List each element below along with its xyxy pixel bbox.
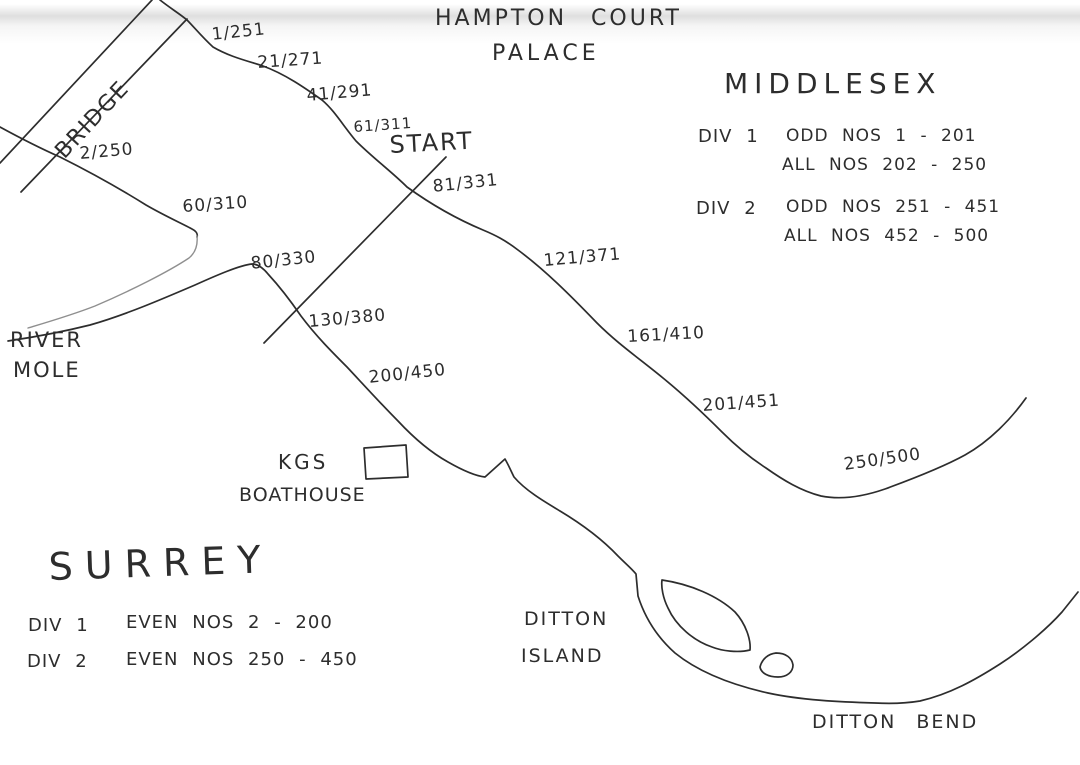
middlesex-div1-all-nos: ALL NOS 202 - 250 xyxy=(782,155,988,175)
bridge-line-upper xyxy=(0,0,153,164)
kgs-boathouse-label-line1: KGS xyxy=(278,450,329,474)
middlesex-bank-line xyxy=(159,0,1027,499)
marker-161-410: 161/410 xyxy=(626,322,706,347)
middlesex-div2-label: DIV 2 xyxy=(696,198,757,219)
small-island-outline xyxy=(759,652,794,678)
middlesex-div1-odd-nos: ODD NOS 1 - 201 xyxy=(786,126,977,146)
start-label: START xyxy=(388,126,475,159)
hampton-court-label: HAMPTON COURT xyxy=(435,6,682,31)
ditton-island-outline xyxy=(660,579,751,653)
surrey-bank-line xyxy=(7,263,1079,705)
river-mole-label-line1: RIVER xyxy=(10,328,84,352)
start-line xyxy=(263,156,447,344)
river-mole-label-line2: MOLE xyxy=(13,358,81,382)
kgs-boathouse-label-line2: BOATHOUSE xyxy=(239,484,366,506)
marker-61-311: 61/311 xyxy=(352,113,413,136)
bridge-line-lower xyxy=(20,18,188,193)
ditton-island-label-line1: DITTON xyxy=(524,608,609,630)
river-mole-north-bank-line xyxy=(27,235,198,329)
surrey-bank-upstream-line xyxy=(0,126,199,238)
middlesex-div1-label: DIV 1 xyxy=(698,126,759,147)
marker-21-271: 21/271 xyxy=(256,48,324,73)
marker-60-310: 60/310 xyxy=(181,192,249,217)
ditton-island-label-line2: ISLAND xyxy=(521,645,604,667)
surrey-div1-even-nos: EVEN NOS 2 - 200 xyxy=(126,612,333,633)
region-surrey-title: SURREY xyxy=(47,537,274,589)
region-middlesex-title: MIDDLESEX xyxy=(724,67,942,100)
surrey-div2-even-nos: EVEN NOS 250 - 450 xyxy=(126,649,358,670)
palace-label: PALACE xyxy=(492,41,600,66)
middlesex-div2-all-nos: ALL NOS 452 - 500 xyxy=(784,226,990,246)
surrey-div1-label: DIV 1 xyxy=(28,615,89,636)
surrey-div2-label: DIV 2 xyxy=(27,651,88,672)
boathouse-square xyxy=(363,444,409,480)
ditton-bend-label: DITTON BEND xyxy=(812,711,979,733)
middlesex-div2-odd-nos: ODD NOS 251 - 451 xyxy=(786,197,1001,217)
marker-2-250: 2/250 xyxy=(78,139,135,164)
